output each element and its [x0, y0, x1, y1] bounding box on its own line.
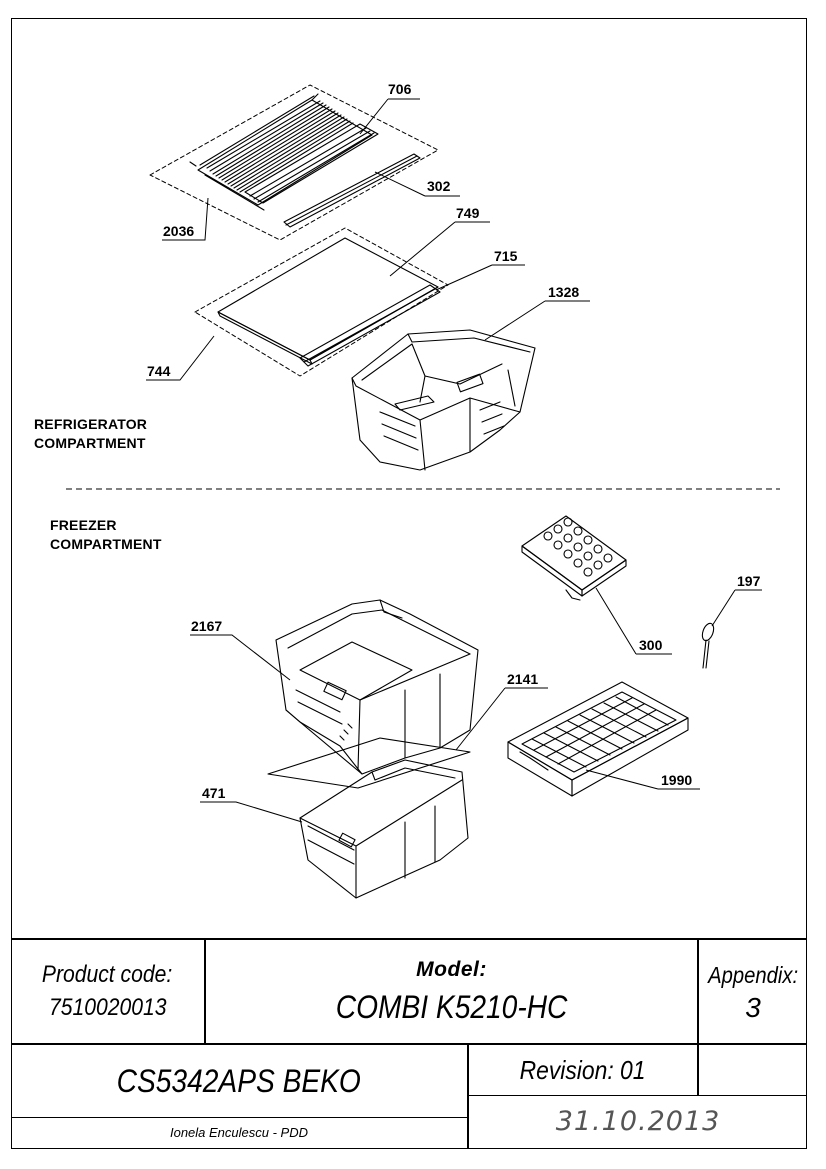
appendix-value: 3 — [745, 991, 761, 1023]
callout-302: 302 — [427, 178, 451, 194]
callout-1990: 1990 — [661, 772, 692, 788]
glass-shelf-trim-715 — [299, 284, 441, 367]
callout-300: 300 — [639, 637, 663, 653]
callout-471: 471 — [202, 785, 226, 801]
callout-197: 197 — [737, 573, 761, 589]
freezer-label-line1: FREEZER — [50, 517, 117, 533]
leader-1328 — [484, 300, 590, 341]
wire-shelf-group-outline — [149, 84, 439, 241]
leader-706 — [359, 98, 420, 135]
revision: Revision: 01 — [520, 1055, 646, 1085]
freezer-label-line2: COMPARTMENT — [50, 536, 162, 552]
leader-300 — [595, 587, 672, 655]
leader-2036 — [162, 197, 209, 241]
leader-715 — [435, 264, 525, 291]
leader-744 — [146, 335, 215, 381]
freezer-drawer-2167 — [275, 599, 479, 775]
crisper-drawer-1328 — [351, 329, 536, 471]
drawing-frame — [11, 18, 807, 1149]
callout-744: 744 — [147, 363, 171, 379]
shelf-trim-302 — [283, 153, 421, 228]
freezer-drawer-471 — [299, 759, 469, 899]
leader-197 — [711, 589, 762, 627]
model-label: Model: — [416, 957, 487, 981]
product-code-cell: Product code: 7510020013 — [11, 940, 204, 1043]
refrigerator-compartment-label: REFRIGERATOR COMPARTMENT — [34, 415, 147, 453]
author: Ionela Enculescu - PDD — [169, 1125, 308, 1140]
callout-1328: 1328 — [548, 284, 579, 300]
product-name: CS5342APS BEKO — [116, 1063, 362, 1099]
product-code-label: Product code: — [42, 960, 173, 988]
product-code-value: 7510020013 — [48, 993, 167, 1021]
leader-2167 — [190, 634, 291, 681]
refrigerator-label-line1: REFRIGERATOR — [34, 416, 148, 432]
refrigerator-label-line2: COMPARTMENT — [34, 435, 146, 451]
callout-715: 715 — [494, 248, 518, 264]
leader-302 — [374, 171, 460, 197]
callout-706: 706 — [388, 81, 412, 97]
ice-tray-300 — [521, 515, 627, 601]
freezer-compartment-label: FREEZER COMPARTMENT — [50, 516, 162, 554]
ice-scoop-197 — [701, 622, 715, 669]
wire-basket-1990 — [507, 681, 689, 797]
leader-2141 — [455, 687, 548, 751]
wire-shelf-706 — [189, 93, 379, 211]
date-cell: 31.10.2013 — [469, 1096, 807, 1148]
glass-shelf-749 — [217, 237, 439, 365]
callout-2036: 2036 — [163, 223, 194, 239]
leader-749 — [389, 221, 490, 277]
callout-2167: 2167 — [191, 618, 222, 634]
drawer-cover-2141 — [267, 737, 471, 789]
callout-749: 749 — [456, 205, 480, 221]
leader-1990 — [585, 769, 700, 790]
callout-2141: 2141 — [507, 671, 538, 687]
author-cell: Ionela Enculescu - PDD — [11, 1118, 467, 1148]
appendix-cell: Appendix: 3 — [699, 940, 807, 1043]
date: 31.10.2013 — [555, 1106, 721, 1137]
product-name-cell: CS5342APS BEKO — [11, 1045, 467, 1117]
model-cell: Model: COMBI K5210-HC — [206, 940, 697, 1043]
model-value: COMBI K5210-HC — [335, 988, 568, 1025]
appendix-label: Appendix: — [707, 961, 799, 988]
revision-cell: Revision: 01 — [469, 1045, 697, 1095]
leader-471 — [200, 801, 303, 823]
